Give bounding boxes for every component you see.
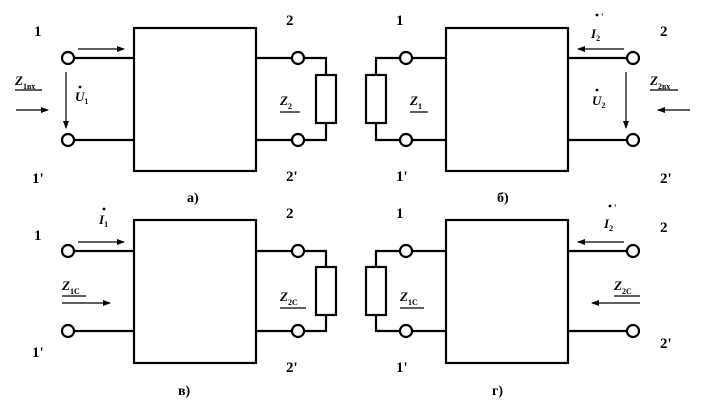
terminal-circle	[60, 243, 76, 259]
port-label-2: 2	[286, 206, 294, 222]
port-label-2-prime: 2'	[660, 336, 672, 352]
wire	[374, 315, 400, 333]
load-resistor	[364, 265, 388, 317]
terminal-circle	[290, 50, 306, 66]
panel-caption: б)	[497, 191, 509, 206]
prime-mark: '	[601, 12, 604, 22]
terminal-circle	[625, 243, 641, 259]
panel-a: 1 1' 2 2' Z1вх U1 Z2 а)	[14, 13, 338, 206]
port-label-1: 1	[34, 228, 42, 244]
port-label-1: 1	[34, 24, 42, 40]
z-in-label: Z1вх	[14, 73, 35, 91]
terminal-circle	[290, 243, 306, 259]
wire	[304, 123, 328, 142]
terminal-circle	[625, 323, 641, 339]
panel-v: 1 1' 2 2' I1 Z1С Z2С в)	[32, 206, 338, 399]
port-label-1-prime: 1'	[32, 345, 44, 361]
wire	[374, 123, 400, 142]
terminal-circle	[60, 50, 76, 66]
z-in-label: Z1С	[61, 278, 80, 296]
phasor-dot	[595, 88, 599, 92]
u-label: U2	[592, 93, 605, 110]
wire	[304, 315, 328, 333]
port-label-2: 2	[286, 13, 294, 29]
panel-g: 1 1' 2 2' I2 ' Z2С Z1С г)	[364, 203, 672, 399]
port-label-2-prime: 2'	[286, 169, 298, 185]
panel-b: 1 1' 2 2' I2 ' U2 Z2вх Z1	[364, 12, 690, 206]
port-label-2-prime: 2'	[660, 171, 672, 187]
z-load-label: Z1С	[399, 289, 418, 307]
two-port-box	[132, 26, 258, 173]
panel-caption: г)	[492, 384, 503, 399]
port-label-1-prime: 1'	[396, 360, 408, 376]
two-port-box	[444, 26, 570, 173]
terminal-circle	[398, 132, 414, 148]
two-port-box	[132, 218, 258, 365]
z-in-label: Z2вх	[649, 73, 670, 91]
phasor-dot	[102, 207, 106, 211]
phasor-dot	[608, 204, 612, 208]
z-in-label: Z2С	[613, 278, 632, 296]
load-resistor	[364, 73, 388, 125]
i-label: I2	[590, 26, 600, 43]
port-label-1-prime: 1'	[32, 171, 44, 187]
terminal-circle	[290, 132, 306, 148]
two-port-box	[444, 218, 570, 365]
z-load-label: Z1	[409, 93, 422, 111]
terminal-circle	[60, 132, 76, 148]
z-load-label: Z2	[279, 93, 292, 111]
prime-mark: '	[614, 203, 617, 213]
z-load-label: Z2С	[279, 289, 298, 307]
terminal-circle	[398, 50, 414, 66]
port-label-2: 2	[660, 24, 668, 40]
port-label-1: 1	[396, 13, 404, 29]
panel-caption: а)	[187, 191, 199, 206]
wire	[374, 249, 400, 267]
wire	[304, 56, 328, 75]
u-label: U1	[75, 89, 88, 106]
port-label-2-prime: 2'	[286, 360, 298, 376]
terminal-circle	[398, 243, 414, 259]
wire	[374, 56, 400, 75]
port-label-2: 2	[660, 220, 668, 236]
terminal-circle	[398, 323, 414, 339]
terminal-circle	[60, 323, 76, 339]
port-label-1: 1	[396, 206, 404, 222]
load-resistor	[314, 265, 338, 317]
terminal-circle	[625, 132, 641, 148]
phasor-dot	[78, 85, 82, 89]
phasor-dot	[595, 13, 599, 17]
i-label: I1	[98, 212, 108, 229]
load-resistor	[314, 73, 338, 125]
port-label-1-prime: 1'	[396, 169, 408, 185]
i-label: I2	[603, 216, 613, 233]
terminal-circle	[625, 50, 641, 66]
wire	[304, 249, 328, 267]
terminal-circle	[290, 323, 306, 339]
panel-caption: в)	[178, 384, 191, 399]
